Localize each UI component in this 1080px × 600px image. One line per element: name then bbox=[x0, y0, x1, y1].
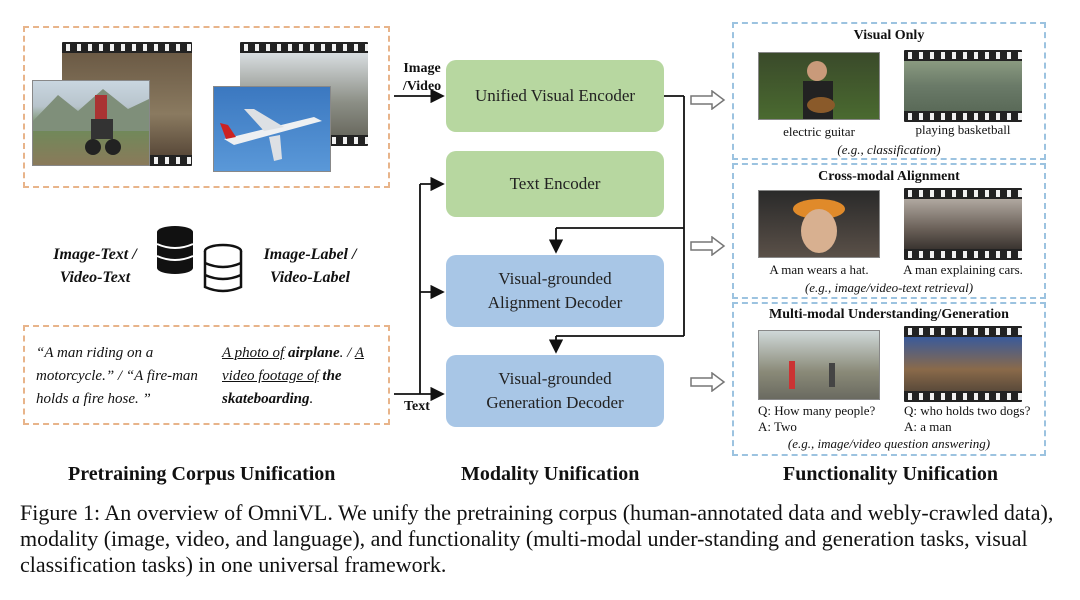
multimodal-title: Multi-modal Understanding/Generation bbox=[769, 307, 1009, 322]
airplane-photo bbox=[213, 86, 331, 172]
motorcycle-photo bbox=[32, 80, 150, 166]
alignment-decoder: Visual-grounded Alignment Decoder bbox=[446, 255, 664, 327]
hollow-arrow-icon bbox=[690, 90, 726, 110]
dataset-label-left: Image-Text / Video-Text bbox=[53, 246, 137, 286]
quote-left: “A man riding on a motorcycle.” / “A fir… bbox=[36, 345, 198, 407]
section-label-left: Pretraining Corpus Unification bbox=[68, 463, 336, 485]
quote-right: A photo of airplane. / A video footage o… bbox=[222, 342, 384, 411]
corpus-text-box bbox=[23, 325, 390, 425]
visual-only-example: (e.g., classification) bbox=[837, 142, 941, 157]
database-icon bbox=[203, 243, 243, 293]
cross-modal-example: (e.g., image/video-text retrieval) bbox=[804, 280, 974, 295]
section-label-right: Functionality Unification bbox=[783, 463, 999, 485]
quote-end: . bbox=[309, 391, 314, 407]
film-strip-icon bbox=[904, 50, 1022, 122]
answer-2: A: a man bbox=[904, 419, 952, 434]
question-2: Q: who holds two dogs? bbox=[904, 403, 1031, 418]
answer-1: A: Two bbox=[758, 419, 797, 434]
quote-the: the bbox=[322, 368, 342, 384]
cross-modal-title: Cross-modal Alignment bbox=[818, 169, 960, 184]
unified-visual-encoder: Unified Visual Encoder bbox=[446, 60, 664, 132]
multimodal-panel bbox=[732, 302, 1046, 456]
dataset-label-right: Image-Label / Video-Label bbox=[263, 246, 357, 286]
film-strip-icon bbox=[904, 188, 1022, 260]
cars-caption: A man explaining cars. bbox=[903, 262, 1023, 277]
quote-skateboarding: skateboarding bbox=[222, 391, 310, 407]
hollow-arrow-icon bbox=[690, 236, 726, 256]
multimodal-example: (e.g., image/video question answering) bbox=[787, 436, 991, 451]
guitar-photo bbox=[758, 52, 880, 120]
hat-caption: A man wears a hat. bbox=[769, 262, 869, 277]
qa1: Q: How many people? A: Two bbox=[758, 403, 875, 435]
basketball-caption: playing basketball bbox=[915, 122, 1011, 137]
hollow-arrow-icon bbox=[690, 372, 726, 392]
street-photo bbox=[758, 330, 880, 400]
quote-airplane: airplane bbox=[287, 345, 340, 361]
section-label-middle: Modality Unification bbox=[461, 463, 640, 485]
visual-only-panel bbox=[732, 22, 1046, 160]
quote-video-footage: A video footage of bbox=[222, 345, 364, 384]
figure-caption: Figure 1: An overview of OmniVL. We unif… bbox=[20, 500, 1054, 577]
unified-visual-encoder-label: Unified Visual Encoder bbox=[474, 86, 636, 105]
generation-decoder: Visual-grounded Generation Decoder bbox=[446, 355, 664, 427]
visual-only-title: Visual Only bbox=[853, 28, 925, 43]
text-input-label: Text bbox=[404, 399, 430, 414]
question-1: Q: How many people? bbox=[758, 403, 876, 418]
generation-decoder-label: Visual-grounded Generation Decoder bbox=[486, 369, 624, 412]
hat-photo bbox=[758, 190, 880, 258]
database-icon bbox=[156, 226, 194, 274]
quote-photo-of: A photo of bbox=[222, 345, 285, 361]
cross-modal-panel bbox=[732, 163, 1046, 299]
qa2: Q: who holds two dogs? A: a man bbox=[904, 403, 1030, 435]
alignment-decoder-label: Visual-grounded Alignment Decoder bbox=[487, 269, 623, 312]
corpus-media-box bbox=[23, 26, 390, 188]
film-strip-icon bbox=[904, 326, 1022, 402]
guitar-caption: electric guitar bbox=[783, 124, 855, 139]
quote-sep: . / bbox=[339, 345, 352, 361]
text-encoder-label: Text Encoder bbox=[509, 174, 601, 193]
text-encoder: Text Encoder bbox=[446, 151, 664, 217]
